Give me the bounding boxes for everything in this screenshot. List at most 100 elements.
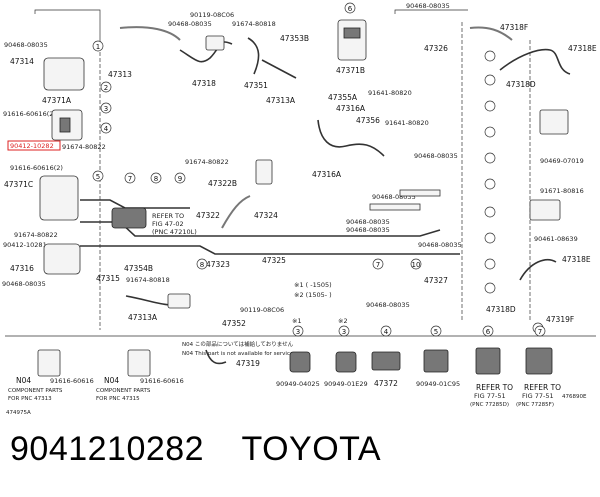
label-l16: 91674-80818 [126,276,170,284]
callout-circle [100,122,112,134]
callout-3: 3 [104,105,108,113]
frame-lines [5,9,596,337]
centre-top-cluster: 47371B 47355A 91641-80820 47316A 47356 9… [312,2,458,179]
label-l46: 90461-08639 [534,235,578,243]
label-l23: 47313A [266,96,296,105]
callout-circle [484,50,496,62]
label-l21: 47318 [192,79,216,88]
bottom-b8-l3: (PNC 77285F) [516,402,554,408]
label-l55: 90119-08C06 [240,306,284,314]
callout-7b: 7 [376,261,380,269]
bottom-b2-code: N04 [104,376,119,385]
arrow [221,195,251,229]
clamp-part-47371b [337,19,367,61]
callout-10: 10 [412,261,421,269]
bottom-b8-l1: REFER TO [524,383,561,392]
callout-circle [174,172,186,184]
clamp-insert [343,27,361,39]
top-middle-cluster: 90119-08C06 90468-08035 91674-80818 4735… [168,11,309,105]
bottom-b7-l2: FIG 77-51 [474,392,506,400]
arrow [119,26,181,41]
callout-circle [196,258,208,270]
joint-part [167,293,191,309]
label-l33: 47322B [208,179,237,188]
label-l19: 91674-80818 [232,20,276,28]
label-l29: 91641-80820 [385,119,429,127]
label-l47: 47318E [562,255,591,264]
grommet-part [335,351,357,373]
brake-pipe-47351 [247,37,260,75]
callout-circle [484,178,496,190]
label-l27: 47316A [336,104,366,113]
abs-actuator [111,207,147,229]
label-l26: 91641-80820 [368,89,412,97]
bottom-b7-l3: (PNC 77285D) [470,402,509,408]
bottom-b1-text1: COMPONENT PARTS [8,388,63,394]
label-l31: 47316A [312,170,342,179]
brake-hose-47318f [499,48,571,75]
brake-pipe-47316a [317,119,385,157]
label-l41: 47318F [500,23,528,32]
callout-circle [484,100,496,112]
label-l48: 47327 [424,276,448,285]
callout-circle [484,152,496,164]
callout-7c: 7 [538,328,542,336]
grommet-part [289,351,311,373]
highlighted-part-box [7,140,61,151]
label-l20: 47353B [280,34,309,43]
pipe-lower [80,221,441,237]
bracket-part-47314 [43,57,85,91]
bracket-part [475,347,501,375]
callout-1: 1 [96,43,100,51]
pipe-section [399,189,441,197]
label-l32: 91674-80822 [185,158,229,166]
label-l7: 91674-80822 [62,143,106,151]
label-l30: 90468-08035 [414,152,458,160]
part-47315-component [127,349,151,377]
callout-4b: 4 [384,328,389,336]
label-l42: 47318E [568,44,597,53]
label-l24: 47371B [336,66,365,75]
callout-7: 7 [128,175,132,183]
label-l11: 90412-10281 [3,241,47,249]
label-l38b: 90468-08035 [366,301,410,309]
note-2: ※2 (1505- ) [294,291,332,299]
label-l53: 47313A [128,313,158,322]
callout-8: 8 [154,175,158,183]
refer-line3: (PNC 47210L) [152,228,197,236]
bottom-b2-text2: FOR PNC 47315 [96,396,140,402]
callout-6b: 6 [486,328,491,336]
joint-part [205,35,225,51]
bracket-part-47371c [39,175,79,221]
label-l37: 90468-08035 [346,218,390,226]
callout-8b: 8 [200,261,204,269]
callout-3c: 3 [342,328,346,336]
callout-circle [484,258,496,270]
lower-middle-cluster: 47354B 91674-80818 47313A 47352 90119-08… [124,264,410,328]
label-l14: 90468-08035 [2,280,46,288]
note-n04-jp: N04 この部品については補給しておりません [182,340,294,348]
callout-5: 5 [96,173,100,181]
label-l13: 47315 [96,274,120,283]
part-47319-hose [205,349,227,365]
callout-circle [124,172,136,184]
callout-circle [484,232,496,244]
label-l49: 47318D [486,305,516,314]
callout-circle [410,258,422,270]
bottom-b1-code: N04 [16,376,31,385]
callout-9: 9 [178,175,182,183]
label-l1: 90468-08035 [4,41,48,49]
pipe-47313a [261,59,297,79]
bottom-b4-note: ※2 [338,317,348,325]
label-l57: 90468-08035 [406,2,450,10]
figure-code-left: 474975A [6,410,31,416]
callout-circle [100,102,112,114]
pipe-upper [80,199,190,209]
part-number: 9041210282 [10,430,205,468]
callout-circle [380,325,392,337]
label-l9: 47371C [4,180,33,189]
parts-diagram: 90468-08035 47314 47313 47371A 91616-606… [2,2,597,416]
bottom-parts-strip: N04 この部品については補給しておりません N04 This part is … [6,317,587,416]
label-l15: 47354B [124,264,153,273]
left-middle-cluster: 91616-60616(2) 47371C 91674-80822 90412-… [2,164,120,288]
